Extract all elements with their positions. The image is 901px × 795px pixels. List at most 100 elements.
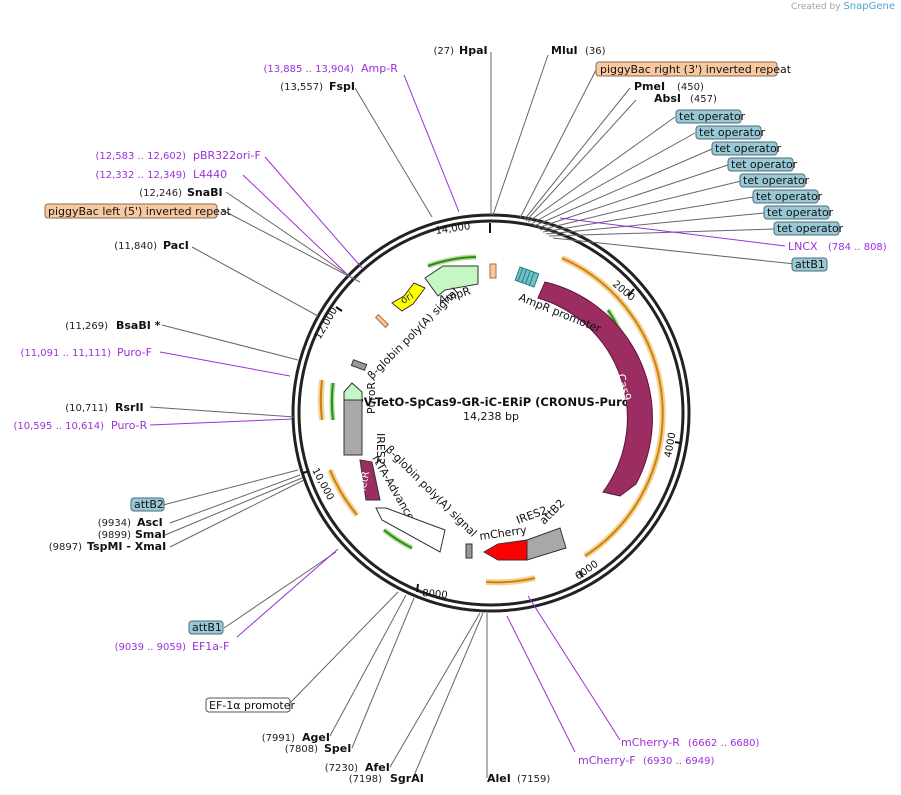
- pbr322-primer-label[interactable]: pBR322ori-F: [193, 149, 261, 162]
- ires2-right-feature[interactable]: [526, 527, 567, 561]
- enzyme-labels: (27) HpaI MluI (36) PmeI (450) AbsI (457…: [49, 44, 717, 785]
- credit-prefix: Created by: [791, 2, 841, 12]
- backbone-inner: [297, 219, 685, 607]
- tick-label-14000: 14,000: [435, 221, 471, 237]
- rtetr-label: rTetR: [356, 470, 372, 497]
- mlui-pos: (36): [585, 46, 606, 57]
- plasmid-name: pPV-TetO-SpCas9-GR-iC-ERiP (CRONUS-Puro): [347, 395, 635, 409]
- tet-operator-label-7[interactable]: tet operator: [767, 206, 834, 219]
- snapgene-credit: Created by SnapGene: [791, 1, 895, 12]
- tet-operator-label-1[interactable]: tet operator: [679, 110, 746, 123]
- paci-pos: (11,840): [114, 241, 157, 252]
- tet-operator-label-8[interactable]: tet operator: [777, 222, 844, 235]
- tet-operator-label-2[interactable]: tet operator: [699, 126, 766, 139]
- ori-feature[interactable]: [391, 282, 426, 312]
- sgrai-label[interactable]: SgrAI: [390, 772, 424, 785]
- ires2-left-label: IRES2: [374, 433, 387, 465]
- l4440-primer-range: (12,332 .. 12,349): [96, 170, 187, 181]
- polyA-marker-bottom: [465, 543, 473, 559]
- sgrai-pos: (7198): [349, 774, 382, 785]
- mcherry-f-primer-label[interactable]: mCherry-F: [578, 754, 636, 767]
- primer-labels: (13,885 .. 13,904) Amp-R (12,583 .. 12,6…: [14, 62, 887, 767]
- tet-operator-label-4[interactable]: tet operator: [731, 158, 798, 171]
- puro-f-primer-label[interactable]: Puro-F: [117, 346, 152, 359]
- attb1-top-label[interactable]: attB1: [795, 258, 825, 271]
- ampr-primer-range: (13,885 .. 13,904): [264, 64, 355, 75]
- rtetr-feature[interactable]: [359, 459, 381, 501]
- bsabi-label[interactable]: BsaBI *: [116, 319, 161, 332]
- rsrii-label[interactable]: RsrII: [115, 401, 144, 414]
- spei-pos: (7808): [285, 744, 318, 755]
- tet-operator-label-5[interactable]: tet operator: [743, 174, 810, 187]
- pb-left-label[interactable]: piggyBac left (5') inverted repeat: [48, 205, 232, 218]
- ires2-left-feature[interactable]: [343, 399, 363, 456]
- lncx-primer-label[interactable]: LNCX: [788, 240, 818, 253]
- afei-label[interactable]: AfeI: [365, 761, 390, 774]
- bsabi-pos: (11,269): [65, 321, 108, 332]
- hpai-label[interactable]: HpaI: [459, 44, 488, 57]
- paci-label[interactable]: PacI: [163, 239, 189, 252]
- mcherry-r-primer-label[interactable]: mCherry-R: [621, 736, 680, 749]
- mcherry-f-primer-range: (6930 .. 6949): [643, 756, 715, 767]
- lncx-primer-range: (784 .. 808): [828, 242, 887, 253]
- cas9-feature[interactable]: [537, 281, 653, 497]
- puro-f-primer-range: (11,091 .. 11,111): [21, 348, 112, 359]
- ampr-promoter-hatch: [517, 267, 535, 286]
- agei-pos: (7991): [262, 733, 295, 744]
- snabi-pos: (12,246): [139, 188, 182, 199]
- mlui-label[interactable]: MluI: [551, 44, 578, 57]
- puror-feature[interactable]: [343, 382, 363, 401]
- snabi-label[interactable]: SnaBI: [187, 186, 223, 199]
- tspmi-xmai-label[interactable]: TspMI - XmaI: [87, 540, 166, 553]
- puror-label: PuroR: [365, 382, 378, 414]
- attb1-bottom-label[interactable]: attB1: [192, 621, 222, 634]
- rtta-feature[interactable]: [375, 507, 446, 553]
- asci-pos: (9934): [98, 518, 131, 529]
- mcherry-r-primer-range: (6662 .. 6680): [688, 738, 760, 749]
- alei-label[interactable]: AleI: [487, 772, 511, 785]
- tick-label-12000: 12,000: [313, 306, 340, 342]
- afei-pos: (7230): [325, 763, 358, 774]
- smai-label[interactable]: SmaI: [135, 528, 166, 541]
- alei-pos: (7159): [517, 774, 550, 785]
- tet-operator-label-3[interactable]: tet operator: [715, 142, 782, 155]
- ampr-primer-label[interactable]: Amp-R: [361, 62, 398, 75]
- tick-label-4000: 4000: [663, 432, 678, 459]
- agei-label[interactable]: AgeI: [302, 731, 330, 744]
- tick-marks: [302, 223, 681, 593]
- plasmid-size: 14,238 bp: [463, 410, 519, 423]
- rsrii-pos: (10,711): [65, 403, 108, 414]
- polyA-marker-top: [350, 359, 368, 371]
- fspi-pos: (13,557): [280, 82, 323, 93]
- pb-left-marker: [374, 313, 390, 329]
- puro-r-primer-range: (10,595 .. 10,614): [14, 421, 105, 432]
- pbr322-primer-range: (12,583 .. 12,602): [96, 151, 187, 162]
- snapgene-brand: SnapGene: [843, 1, 895, 12]
- spei-label[interactable]: SpeI: [324, 742, 351, 755]
- tick-label-8000: 8000: [422, 588, 448, 601]
- smai-pos: (9899): [98, 530, 131, 541]
- absi-label[interactable]: AbsI: [654, 92, 681, 105]
- ef1a-primer-range: (9039 .. 9059): [115, 642, 187, 653]
- attb2-left-label[interactable]: attB2: [134, 498, 164, 511]
- mcherry-label: mCherry: [479, 523, 528, 543]
- boxed-labels: piggyBac right (3') inverted repeat pigg…: [44, 61, 844, 713]
- asci-label[interactable]: AscI: [137, 516, 163, 529]
- tet-operator-label-6[interactable]: tet operator: [756, 190, 823, 203]
- absi-pos: (457): [690, 94, 717, 105]
- puro-r-primer-label[interactable]: Puro-R: [111, 419, 148, 432]
- leader-lines: [149, 52, 796, 779]
- ef1a-promoter-label[interactable]: EF-1α promoter: [209, 699, 296, 712]
- tspmi-pos: (9897): [49, 542, 82, 553]
- ampr-promoter-feature[interactable]: [514, 266, 540, 288]
- fspi-label[interactable]: FspI: [329, 80, 355, 93]
- pb-right-label[interactable]: piggyBac right (3') inverted repeat: [600, 63, 792, 76]
- hpai-pos: (27): [433, 46, 454, 57]
- l4440-primer-label[interactable]: L4440: [193, 168, 227, 181]
- pb-right-marker: [489, 263, 497, 279]
- ampr-feature[interactable]: [424, 265, 479, 297]
- ef1a-primer-label[interactable]: EF1a-F: [192, 640, 229, 653]
- pmei-label[interactable]: PmeI: [634, 80, 665, 93]
- mcherry-feature[interactable]: [482, 539, 528, 561]
